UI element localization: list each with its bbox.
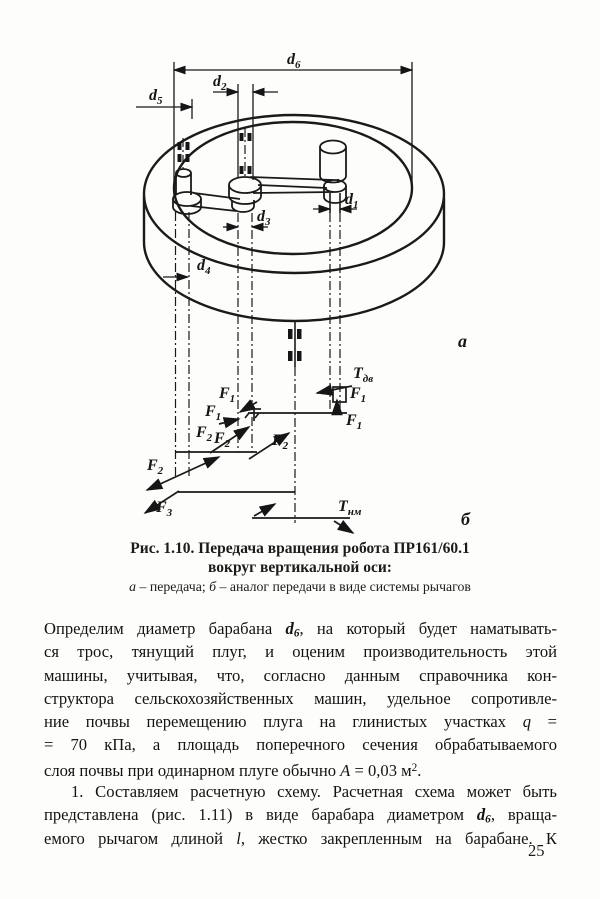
- label-F2-d: F2: [146, 457, 164, 477]
- label-d5: d5: [149, 87, 163, 107]
- text-segment: , враща-: [490, 805, 558, 825]
- caption-line-3: а – передача; б – аналог передачи в виде…: [44, 578, 556, 597]
- body-line: слоя почвы при одинарном плуге обычно А …: [44, 757, 557, 780]
- text-segment: представлена (рис. 1.11) в виде барабара…: [44, 805, 477, 825]
- text-segment: , жестко закрепленным на барабане. К: [240, 828, 557, 848]
- label-part-a: а: [458, 331, 467, 351]
- text-segment: Определим диаметр барабана: [44, 619, 286, 638]
- label-F1-a: F1: [218, 385, 235, 405]
- figure-caption: Рис. 1.10. Передача вращения робота ПР16…: [44, 540, 556, 597]
- figure-1-10-diagram: d6 d2 d5 d1 d3 d4 Тдв Тнм F1 F1 F1 F1 F2…: [136, 51, 471, 534]
- body-line: 1. Составляем расчетную схему. Расчетная…: [44, 780, 557, 803]
- shaft-break-marks: [177, 133, 302, 361]
- text-segment: машины, учитывая, что, согласно данным с…: [44, 665, 557, 685]
- dimension-lines: [136, 62, 414, 282]
- text-segment: ние почвы перемещению плуга на глинистых…: [44, 712, 523, 732]
- body-line: машины, учитывая, что, согласно данным с…: [44, 664, 557, 687]
- text-segment: б: [209, 579, 217, 594]
- label-F3: F3: [155, 499, 173, 519]
- label-d2: d2: [213, 73, 227, 93]
- label-T-nm: Тнм: [338, 498, 362, 518]
- axis-solid-segments: [294, 193, 341, 367]
- text-segment: = 70 кПа, а площадь поперечного сечения …: [44, 735, 557, 755]
- label-d6: d6: [287, 51, 301, 71]
- shaft-joints: [172, 139, 347, 215]
- body-line: ся трос, тянущий плуг, и оценим производ…: [44, 640, 557, 663]
- text-segment: 2: [411, 761, 418, 774]
- text-segment: q: [522, 712, 531, 732]
- text-segment: 6: [485, 813, 491, 826]
- caption-line-1: Рис. 1.10. Передача вращения робота ПР16…: [130, 540, 470, 557]
- text-segment: 6: [293, 627, 300, 640]
- label-d3: d3: [257, 208, 271, 228]
- text-segment: структора сельскохозяйственных машин, уд…: [44, 688, 557, 708]
- label-F2-c: F2: [271, 432, 289, 452]
- lever-system: [143, 384, 355, 534]
- text-segment: емого рычагом длиной: [44, 828, 237, 848]
- text-segment: = 0,03 м: [350, 760, 412, 780]
- label-d4: d4: [197, 257, 211, 277]
- body-line: = 70 кПа, а площадь поперечного сечения …: [44, 733, 557, 756]
- body-line: емого рычагом длиной l, жестко закреплен…: [44, 827, 557, 850]
- text-segment: ся трос, тянущий плуг, и оценим производ…: [44, 642, 557, 662]
- label-T-dv: Тдв: [353, 365, 373, 385]
- text-segment: .: [417, 760, 422, 780]
- text-segment: А: [340, 760, 351, 780]
- text-segment: слоя почвы при одинарном плуге обычно: [44, 760, 341, 780]
- text-segment: – передача;: [136, 579, 210, 594]
- body-line: Определим диаметр барабана d6, на которы…: [44, 617, 557, 640]
- label-F2-b: F2: [213, 430, 231, 450]
- label-F1-d: F1: [345, 412, 362, 432]
- caption-line-2: вокруг вертикальной оси:: [208, 558, 392, 576]
- label-F1-c: F1: [349, 385, 366, 405]
- text-segment: – аналог передачи в виде системы рычагов: [216, 579, 471, 594]
- body-line: структора сельскохозяйственных машин, уд…: [44, 687, 557, 710]
- text-segment: d: [476, 805, 486, 825]
- label-d1: d1: [345, 191, 359, 211]
- text-segment: l: [236, 828, 241, 848]
- text-segment: d: [285, 619, 294, 638]
- label-F1-b: F1: [204, 403, 221, 423]
- page-number: 25: [528, 841, 545, 860]
- text-segment: 1. Составляем расчетную схему. Расчетная…: [71, 782, 557, 802]
- label-F2-a: F2: [195, 424, 213, 444]
- body-line: ние почвы перемещению плуга на глинистых…: [44, 710, 557, 733]
- body-line: представлена (рис. 1.11) в виде барабара…: [44, 803, 557, 826]
- text-segment: а: [129, 579, 137, 594]
- figure-labels: d6 d2 d5 d1 d3 d4 Тдв Тнм F1 F1 F1 F1 F2…: [146, 51, 471, 529]
- body-text: Определим диаметр барабана d6, на которы…: [44, 617, 557, 850]
- label-part-b: б: [461, 509, 471, 529]
- text-segment: =: [531, 712, 558, 732]
- text-segment: , на который будет наматывать-: [299, 619, 557, 638]
